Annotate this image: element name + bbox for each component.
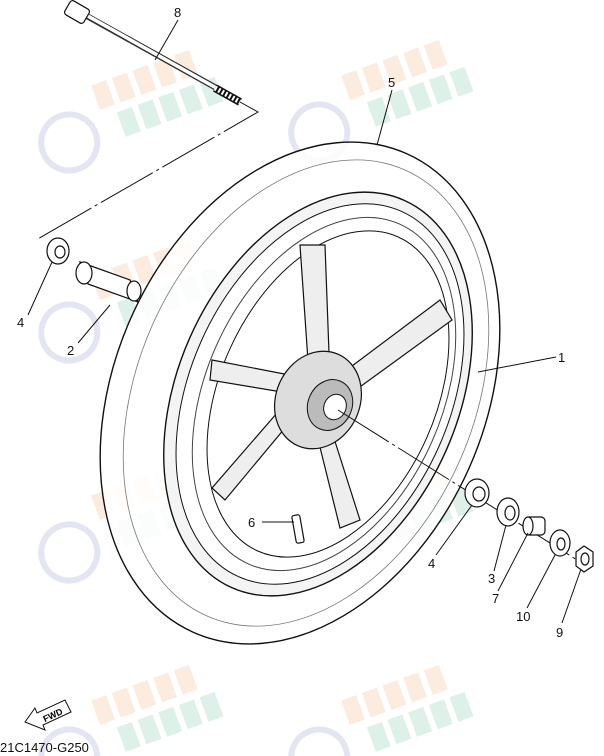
oil-seal-part[interactable] <box>496 497 520 527</box>
collar-part[interactable] <box>522 516 546 536</box>
washer-part[interactable] <box>549 529 571 557</box>
callout-3[interactable]: 3 <box>488 571 495 586</box>
callout-4-left[interactable]: 4 <box>17 315 24 330</box>
callout-8[interactable]: 8 <box>174 5 181 20</box>
watermark-logo <box>288 664 474 756</box>
callout-5[interactable]: 5 <box>388 75 395 90</box>
bearing-right-part[interactable] <box>464 478 490 508</box>
callout-9[interactable]: 9 <box>556 625 563 640</box>
axle-part[interactable] <box>63 0 242 106</box>
diagram-code: 21C1470-G250 <box>0 740 89 755</box>
callout-1[interactable]: 1 <box>558 350 565 365</box>
fwd-arrow-icon: FWD <box>24 699 72 731</box>
callout-7[interactable]: 7 <box>492 591 499 606</box>
axle-centerline <box>35 101 260 241</box>
watermark-logo <box>38 664 224 756</box>
watermark-logo <box>38 49 224 174</box>
nut-part[interactable] <box>575 545 594 573</box>
callout-2[interactable]: 2 <box>67 343 74 358</box>
bearing-left-part[interactable] <box>46 237 70 265</box>
callout-4-right[interactable]: 4 <box>428 556 435 571</box>
cast-wheel-part[interactable] <box>104 143 532 644</box>
callouts: 8 5 4 2 1 6 4 3 7 10 9 <box>17 5 565 640</box>
valve-part[interactable] <box>291 514 305 544</box>
callout-10[interactable]: 10 <box>516 609 530 624</box>
callout-6[interactable]: 6 <box>248 515 255 530</box>
spacer-part[interactable] <box>75 261 142 303</box>
right-axle-line <box>337 409 586 566</box>
leader-lines <box>27 19 582 624</box>
